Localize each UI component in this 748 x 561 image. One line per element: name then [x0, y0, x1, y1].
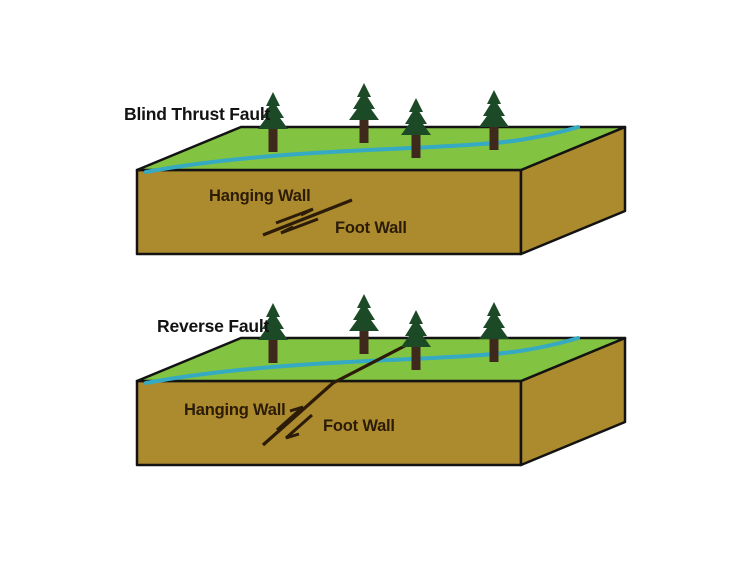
foot-wall-label: Foot Wall: [335, 219, 407, 237]
foot-wall-label: Foot Wall: [323, 417, 395, 435]
hanging-wall-label: Hanging Wall: [184, 401, 285, 419]
hanging-wall-label: Hanging Wall: [209, 187, 310, 205]
hanging-wall-slip-arrow: [276, 405, 304, 432]
fault-line: [261, 335, 423, 447]
fault-line: [262, 198, 353, 237]
foot-wall-slip-arrow: [280, 217, 319, 235]
foot-wall-slip-arrow: [285, 413, 313, 440]
hanging-wall-slip-arrow: [275, 207, 314, 225]
reverse-fault-diagram: Reverse Fault Hanging Wall Foot Wall: [135, 294, 627, 467]
blind-thrust-fault-diagram: Blind Thrust Fault Hanging Wall Foot Wal…: [124, 83, 627, 256]
diagram-title: Blind Thrust Fault: [124, 104, 270, 124]
diagram-title: Reverse Fault: [157, 316, 270, 336]
